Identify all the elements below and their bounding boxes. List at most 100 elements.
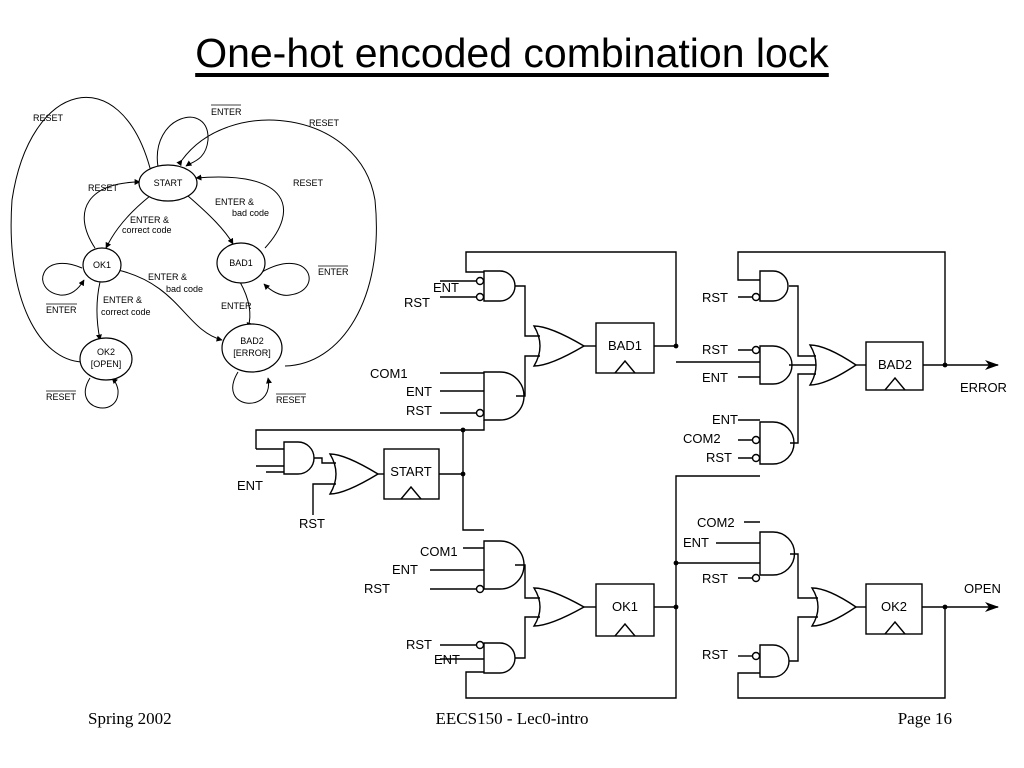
- label-reset-bad1: RESET: [293, 178, 324, 188]
- label-enter-bad1-bad2: ENTER: [221, 301, 252, 311]
- footer-left: Spring 2002: [88, 709, 172, 728]
- ff-box-ok1: [595, 583, 655, 637]
- ok2-self-loop: [84, 377, 119, 409]
- label-enter-bar-bad1: ENTER: [318, 267, 349, 277]
- start-to-ok1: [105, 195, 151, 249]
- bad2-self-loop: [232, 371, 272, 404]
- output-label-error: ERROR: [960, 380, 1007, 395]
- ff-label-ok2: OK2: [881, 599, 907, 614]
- or-gate-ok2: [810, 587, 858, 627]
- bad1-self-loop: [261, 263, 310, 296]
- state-bad2: [221, 323, 283, 373]
- or-gate-bad2: [808, 344, 858, 386]
- or-gate-start: [328, 453, 380, 495]
- signal-label: RST: [404, 295, 430, 310]
- slide-title: One-hot encoded combination lock: [195, 30, 829, 76]
- signal-label: ENT: [237, 478, 263, 493]
- and-gate-ok2-b: [759, 644, 790, 678]
- signal-label: COM1: [420, 544, 458, 559]
- and-gate-bad2-c: [759, 421, 795, 465]
- start-to-bad1: [187, 195, 234, 245]
- and-gate-bad2-a: [759, 270, 789, 302]
- inv-bubble: [475, 640, 485, 650]
- state-start-label: START: [154, 178, 183, 188]
- and-gate-ok2-a: [759, 531, 796, 576]
- ok1-to-bad2: [117, 269, 223, 342]
- clock-triangle: [614, 359, 636, 374]
- ff-box-bad1: [595, 322, 655, 374]
- start-self-loop: [156, 116, 209, 168]
- signal-label: RST: [702, 647, 728, 662]
- signal-label: RST: [702, 342, 728, 357]
- state-bad1-label: BAD1: [229, 258, 253, 268]
- inv-bubble: [475, 292, 485, 302]
- signal-label: RST: [702, 290, 728, 305]
- clock-triangle: [614, 622, 636, 637]
- signal-label: ENT: [433, 280, 459, 295]
- signal-label: RST: [702, 571, 728, 586]
- state-ok2: [79, 337, 133, 381]
- ff-label-ok1: OK1: [612, 599, 638, 614]
- signal-label: ENT: [702, 370, 728, 385]
- ff-label-start: START: [390, 464, 431, 479]
- signal-label: RST: [299, 516, 325, 531]
- signal-label: COM2: [683, 431, 721, 446]
- inv-bubble: [475, 408, 485, 418]
- ff-label-bad2: BAD2: [878, 357, 912, 372]
- ok1-self-loop: [42, 262, 85, 296]
- or-gate-bad1: [532, 325, 586, 367]
- signal-label: COM1: [370, 366, 408, 381]
- signal-label: ENT: [712, 412, 738, 427]
- ff-label-bad1: BAD1: [608, 338, 642, 353]
- signal-label: COM2: [697, 515, 735, 530]
- reset-arc-left: [10, 97, 155, 363]
- label-reset-ok1: RESET: [88, 183, 119, 193]
- signal-label: RST: [364, 581, 390, 596]
- and-gate-bad1-b: [483, 371, 525, 421]
- ff-box-bad2: [865, 341, 924, 391]
- label-enter-bar-ok1: ENTER: [46, 305, 77, 315]
- footer-page-number: Page 16: [897, 709, 952, 728]
- signal-label: RST: [406, 403, 432, 418]
- signal-label: ENT: [392, 562, 418, 577]
- label-enter-correct-2a: ENTER &: [103, 295, 142, 305]
- reset-bad1-arc: [195, 174, 285, 249]
- label-reset-outer-left: RESET: [33, 113, 64, 123]
- and-gate-bad2-b: [759, 345, 793, 385]
- label-reset-bar-ok2: RESET: [46, 392, 77, 402]
- signal-label: RST: [406, 637, 432, 652]
- reset-ok1-arc: [83, 179, 141, 249]
- state-ok2-sublabel: [OPEN]: [91, 359, 122, 369]
- label-enter-correct-1b: correct code: [122, 225, 172, 235]
- clock-triangle: [400, 485, 422, 500]
- signal-label: RST: [706, 450, 732, 465]
- and-gate-ok1-b: [483, 642, 516, 674]
- output-label-open: OPEN: [964, 581, 1001, 596]
- clock-triangle: [884, 376, 906, 391]
- inv-bubble: [751, 453, 761, 463]
- state-bad2-label: BAD2: [240, 336, 264, 346]
- label-enter-bad-2a: ENTER &: [148, 272, 187, 282]
- label-enter-correct-1a: ENTER &: [130, 215, 169, 225]
- ok1-to-ok2: [96, 281, 102, 341]
- signal-label: ENT: [406, 384, 432, 399]
- label-enter-bad-2b: bad code: [166, 284, 203, 294]
- ff-box-ok2: [865, 583, 923, 635]
- inv-bubble: [475, 276, 485, 286]
- footer-center: EECS150 - Lec0-intro: [435, 709, 589, 728]
- inv-bubble: [751, 435, 761, 445]
- state-bad2-sublabel: [ERROR]: [233, 348, 271, 358]
- and-gate-ok1-a: [483, 540, 525, 590]
- inv-bubble: [751, 651, 761, 661]
- inv-bubble: [751, 292, 761, 302]
- state-ok2-label: OK2: [97, 347, 115, 357]
- label-reset-outer-right: RESET: [309, 118, 340, 128]
- inv-bubble: [475, 584, 485, 594]
- state-ok1-label: OK1: [93, 260, 111, 270]
- inv-bubble: [751, 573, 761, 583]
- signal-label: ENT: [434, 652, 460, 667]
- reset-arc-right: [176, 119, 377, 367]
- clock-triangle: [884, 620, 906, 635]
